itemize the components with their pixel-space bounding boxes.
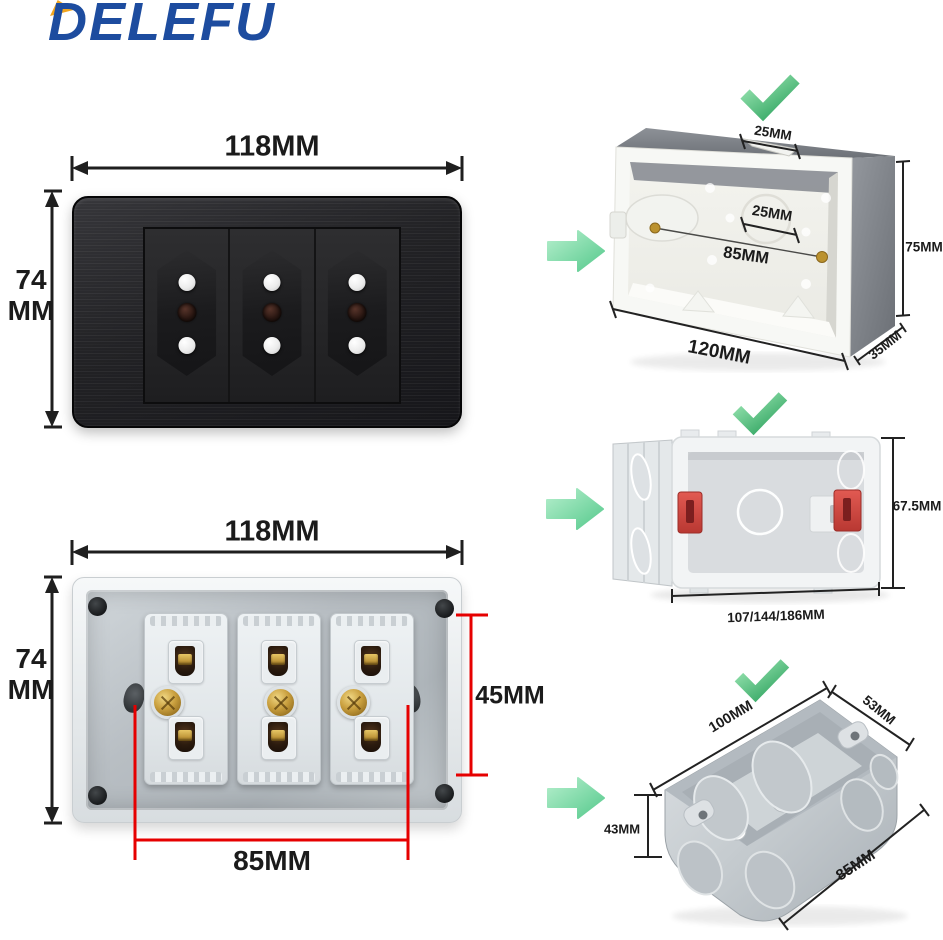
check-icon [739,663,785,693]
socket-pin-hole [348,274,366,291]
socket-pin-hole [263,337,281,354]
surface-box-knockout-label: 25MM [750,202,794,226]
module-comb [150,616,222,626]
corner-screw-hole [88,597,107,616]
terminal-window [354,640,390,684]
check-icon [745,79,795,112]
brass-terminal [271,654,285,665]
brass-terminal [364,730,378,741]
brazil-socket-outline [242,250,302,376]
corner-screw-hole [435,599,454,618]
terminal-module [237,613,321,785]
module-comb [150,772,222,782]
surface-box-height-label: 75MM [905,239,943,255]
front-width-label: 118MM [224,130,320,163]
terminal-window [354,716,390,760]
back-width-label: 118MM [224,515,320,548]
corner-screw-hole [88,786,107,805]
flush-mount-box-illustration [612,429,905,603]
flush-box-dimensions [671,437,905,603]
arrow-right-icon [547,777,605,819]
terminal-module [144,613,228,785]
metal-box-width-label: 100MM [706,697,756,737]
brazil-socket-outline [327,250,387,376]
socket-recess [143,227,401,404]
metal-box-screw-spacing-label: 85MM [833,846,879,885]
module-comb [243,616,315,626]
surface-box-screw-spacing-label: 85MM [722,243,771,268]
brass-screw [264,686,297,719]
socket-pin-hole [178,337,196,354]
surface-box-depth-label: 35MM [865,327,905,363]
inner-height-label: 45MM [475,681,545,710]
back-height-label-line1: 74 [15,643,47,674]
brand-name: DELEFU [48,0,276,52]
surface-box-top-notch-label: 25MM [753,122,793,144]
brass-terminal [271,730,285,741]
brass-screw [151,686,184,719]
flush-box-width-options-label: 107/144/186MM [726,606,826,626]
surface-box-width-label: 120MM [685,336,753,369]
terminal-window [261,716,297,760]
knockout-marks [645,183,831,293]
brass-terminal [178,730,192,741]
socket-module [145,229,231,402]
terminal-window [168,640,204,684]
front-height-label-line1: 74 [15,264,47,295]
socket-pin-hole [348,337,366,354]
brazil-socket-outline [157,250,217,376]
arrow-right-icon [546,488,604,530]
socket-back-panel [72,577,462,823]
socket-pin-hole [263,274,281,291]
mounting-spacing-label: 85MM [233,845,311,876]
brass-terminal [364,654,378,665]
arrow-right-icon [547,230,605,272]
socket-earth-hole [177,303,197,322]
flush-box-height-label: 67.5MM [892,498,942,514]
socket-module [315,229,399,402]
terminal-module [330,613,414,785]
socket-earth-hole [262,303,282,322]
front-height-label-line2: MM [7,295,55,326]
brass-screw [337,686,370,719]
module-comb [336,616,408,626]
check-icon [737,396,783,426]
terminal-window [168,716,204,760]
back-height-label-line2: MM [7,674,55,705]
socket-front-panel [72,196,462,428]
brass-terminal [178,654,192,665]
socket-earth-hole [347,303,367,322]
module-comb [336,772,408,782]
brand-logo: DELEFU [48,0,276,52]
corner-screw-hole [435,784,454,803]
module-comb [243,772,315,782]
socket-pin-hole [178,274,196,291]
metal-box-depth-label: 53MM [859,692,899,728]
metal-box-height-label: 43MM [603,821,641,837]
terminal-window [261,640,297,684]
socket-module [230,229,316,402]
